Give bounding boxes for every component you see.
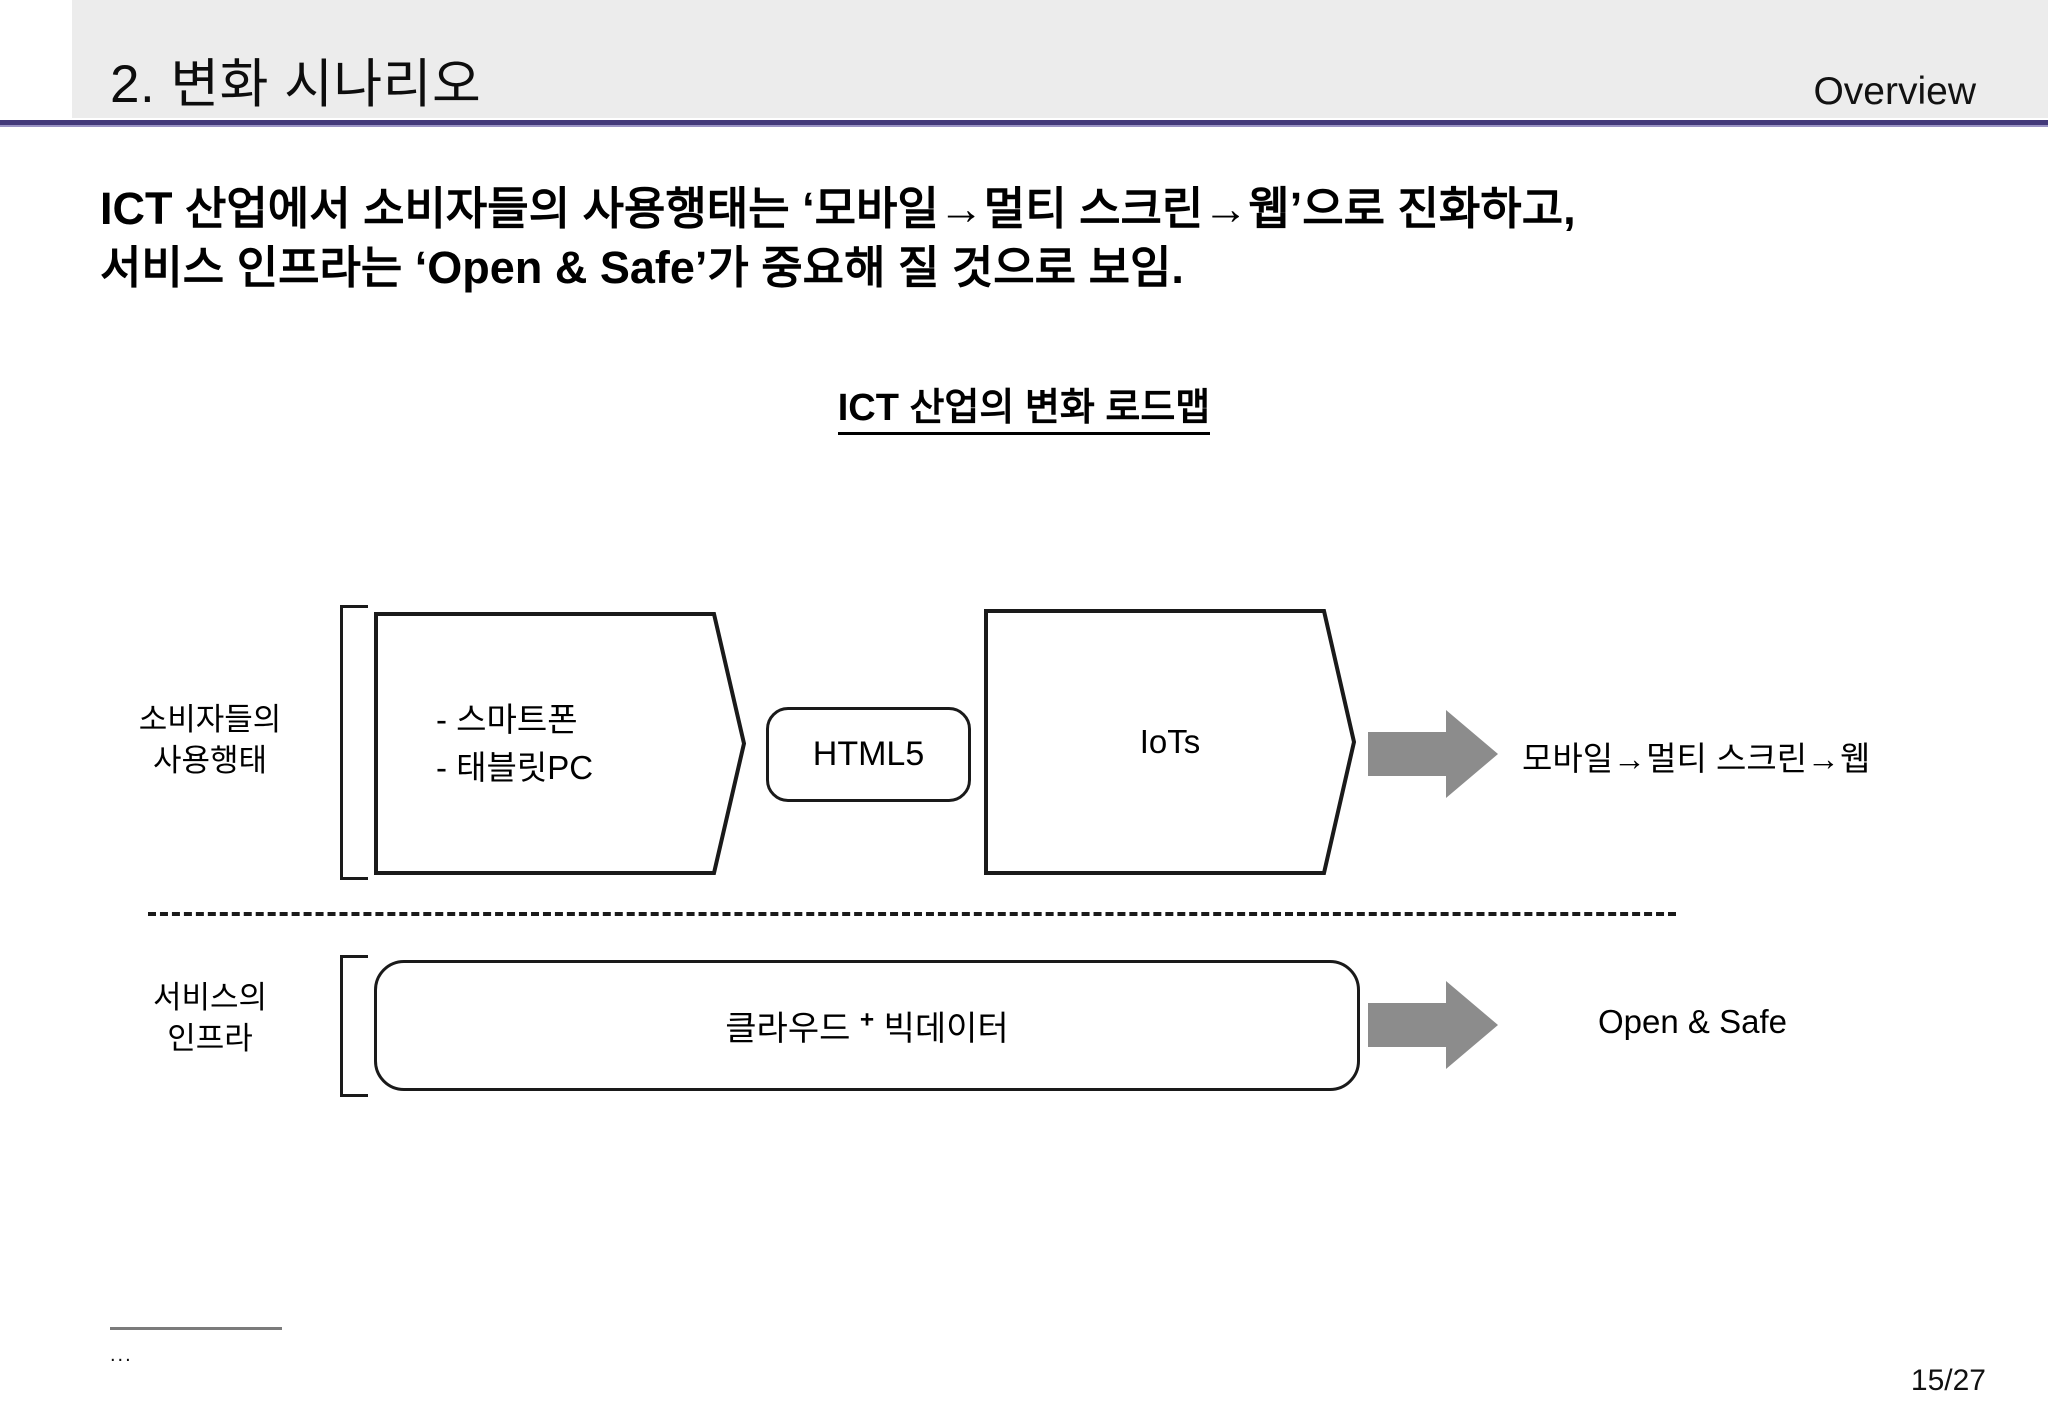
outcome-consumer-behavior: 모바일→멀티 스크린→웹 xyxy=(1522,740,1871,777)
diagram-subtitle-text: ICT 산업의 변화 로드맵 xyxy=(837,387,1211,435)
row-label-consumer-behavior: 소비자들의 사용행태 xyxy=(100,700,320,782)
row-label-consumer-behavior-line2: 사용행태 xyxy=(152,742,268,778)
page-title: 2. 변화 시나리오 xyxy=(110,55,482,114)
node-cloud-bigdata-plus: + xyxy=(859,1006,875,1034)
node-devices-line1: - 스마트폰 xyxy=(436,700,578,738)
node-iots-text: IoTs xyxy=(984,609,1390,875)
node-devices-text: - 스마트폰 - 태블릿PC xyxy=(374,612,808,875)
row-label-service-infra: 서비스의 인프라 xyxy=(100,978,320,1060)
header-divider-rule xyxy=(0,120,2048,125)
footnote-separator xyxy=(110,1327,282,1330)
lead-line-2: 서비스 인프라는 ‘Open & Safe’가 중요해 질 것으로 보임. xyxy=(100,241,1184,293)
outcome-service-infra: Open & Safe xyxy=(1598,1003,1787,1040)
diagram-subtitle: ICT 산업의 변화 로드맵 xyxy=(0,376,2048,435)
node-cloud-bigdata-box: 클라우드 + 빅데이터 xyxy=(374,960,1360,1091)
node-html5-label: HTML5 xyxy=(812,735,925,773)
node-cloud-bigdata-pre: 클라우드 xyxy=(725,1010,860,1048)
node-cloud-bigdata-post: 빅데이터 xyxy=(874,1010,1009,1048)
right-arrow-icon-service xyxy=(1368,981,1498,1069)
page-number: 15/27 xyxy=(1910,1364,1986,1397)
node-html5-box: HTML5 xyxy=(766,707,971,802)
right-arrow-icon-consumer xyxy=(1368,710,1498,798)
row-label-consumer-behavior-line1: 소비자들의 xyxy=(138,702,282,737)
node-devices-pentagon: - 스마트폰 - 태블릿PC xyxy=(374,612,746,875)
node-devices-line2: - 태블릿PC xyxy=(436,748,594,786)
footnote-text: ... xyxy=(110,1344,133,1366)
header-divider-rule-secondary xyxy=(0,125,2048,127)
header-band xyxy=(72,0,2048,118)
lead-paragraph: ICT 산업에서 소비자들의 사용행태는 ‘모바일→멀티 스크린→웹’으로 진화… xyxy=(100,180,2000,297)
node-iots-label: IoTs xyxy=(1139,723,1201,760)
lead-line-1: ICT 산업에서 소비자들의 사용행태는 ‘모바일→멀티 스크린→웹’으로 진화… xyxy=(100,183,1576,234)
row-bracket-consumer-behavior xyxy=(340,605,368,880)
header-section-label: Overview xyxy=(1813,70,1976,113)
row-bracket-service-infra xyxy=(340,955,368,1097)
node-cloud-bigdata-label: 클라우드 + 빅데이터 xyxy=(725,1001,1008,1050)
row-label-service-infra-line2: 인프라 xyxy=(167,1020,253,1056)
node-iots-pentagon: IoTs xyxy=(984,609,1356,875)
row-label-service-infra-line1: 서비스의 xyxy=(152,980,268,1015)
row-separator-dashed xyxy=(148,912,1676,916)
